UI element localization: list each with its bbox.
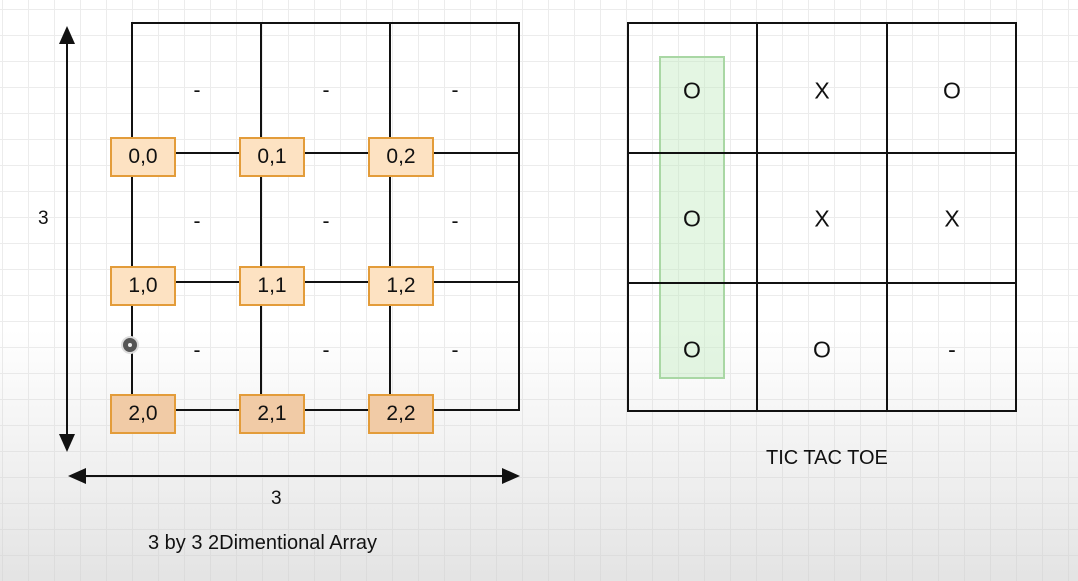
board-vline [756, 22, 758, 412]
board-title: TIC TAC TOE [766, 447, 888, 469]
array-cell-value: - [322, 79, 330, 102]
rows-label: 3 [38, 208, 49, 229]
array-cell-value: - [193, 79, 201, 102]
array-grid-vline [389, 22, 391, 411]
array-cell-value: - [451, 210, 459, 233]
board-cell[interactable]: O [683, 205, 701, 232]
board-cell[interactable]: O [683, 77, 701, 104]
array-cell-value: - [322, 210, 330, 233]
board-cell[interactable]: X [814, 77, 830, 104]
array-grid-vline [260, 22, 262, 411]
board-hline [627, 282, 1017, 284]
board-cell[interactable]: X [814, 205, 830, 232]
array-grid-hline [131, 152, 520, 154]
array-cell-value: - [451, 79, 459, 102]
array-cell-value: - [193, 210, 201, 233]
board-vline [886, 22, 888, 412]
vertical-arrow [59, 26, 75, 452]
array-cell-value: - [451, 339, 459, 362]
cursor-icon [121, 336, 139, 354]
array-grid-hline [131, 281, 520, 283]
array-cell-value: - [193, 339, 201, 362]
board-cell[interactable]: O [813, 336, 831, 363]
cols-label: 3 [271, 488, 282, 509]
winning-column-highlight [659, 56, 725, 379]
array-index-box[interactable]: 1,2 [368, 266, 434, 306]
array-index-box[interactable]: 0,0 [110, 137, 176, 177]
array-index-box[interactable]: 0,1 [239, 137, 305, 177]
array-index-box[interactable]: 2,1 [239, 394, 305, 434]
array-grid [131, 22, 520, 411]
array-index-box[interactable]: 1,1 [239, 266, 305, 306]
horizontal-arrow [68, 468, 520, 484]
board-hline [627, 152, 1017, 154]
array-index-box[interactable]: 0,2 [368, 137, 434, 177]
board-cell[interactable]: - [948, 336, 956, 363]
board-cell[interactable]: O [683, 336, 701, 363]
array-index-box[interactable]: 2,2 [368, 394, 434, 434]
tic-tac-toe-board [627, 22, 1017, 412]
board-cell[interactable]: X [944, 205, 960, 232]
array-cell-value: - [322, 339, 330, 362]
array-index-box[interactable]: 1,0 [110, 266, 176, 306]
board-cell[interactable]: O [943, 77, 961, 104]
array-caption: 3 by 3 2Dimentional Array [148, 532, 378, 554]
array-index-box[interactable]: 2,0 [110, 394, 176, 434]
